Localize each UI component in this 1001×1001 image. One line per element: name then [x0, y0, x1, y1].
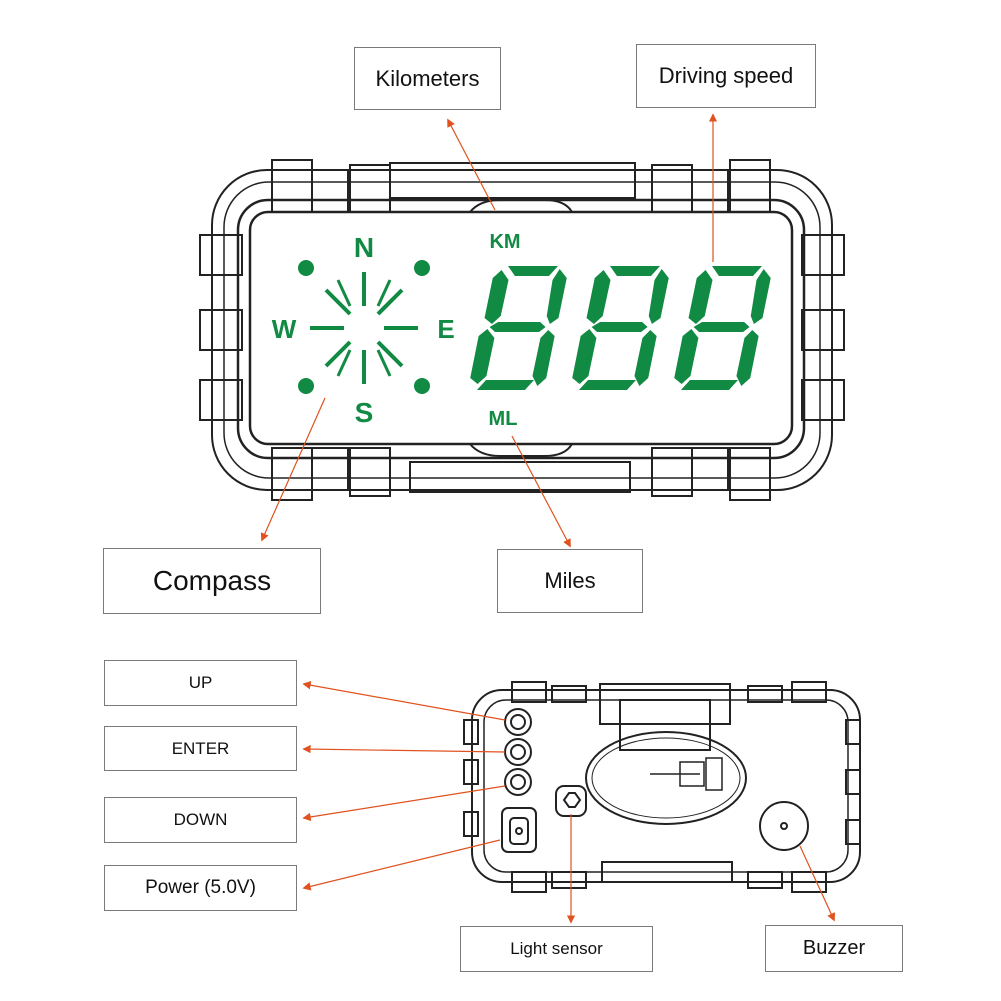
label-down: DOWN [104, 797, 297, 843]
label-miles: Miles [497, 549, 643, 613]
label-light-sensor: Light sensor [460, 926, 653, 972]
label-power: Power (5.0V) [104, 865, 297, 911]
label-compass: Compass [103, 548, 321, 614]
compass-icon [298, 260, 430, 394]
light-sensor-icon [555, 785, 587, 817]
compass-west: W [272, 314, 297, 344]
hud-back-view [463, 681, 861, 893]
compass-north: N [354, 232, 374, 263]
mount-clip-icon [585, 683, 747, 825]
callout-arrows [260, 113, 836, 924]
label-kilometers: Kilometers [354, 47, 501, 110]
usb-port-icon[interactable] [501, 807, 537, 853]
button-up[interactable] [504, 708, 532, 736]
compass-south: S [355, 397, 374, 428]
unit-ml: ML [489, 408, 518, 430]
label-enter: ENTER [104, 726, 297, 771]
label-up: UP [104, 660, 297, 706]
compass-east: E [437, 314, 454, 344]
button-down[interactable] [504, 768, 532, 796]
button-enter[interactable] [504, 738, 532, 766]
buzzer-icon [759, 801, 809, 851]
unit-km: KM [489, 231, 520, 253]
label-driving-speed: Driving speed [636, 44, 816, 108]
label-buzzer: Buzzer [765, 925, 903, 972]
